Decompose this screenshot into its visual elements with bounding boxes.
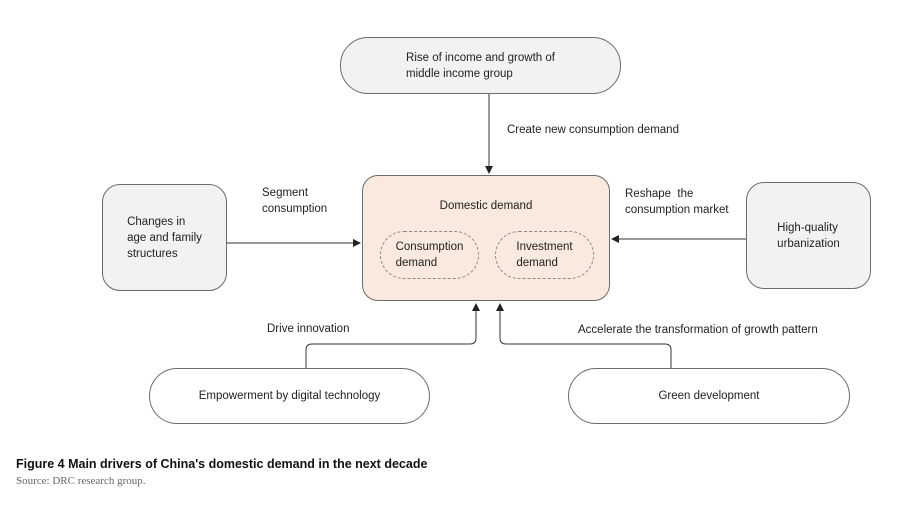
figure-source: Source: DRC research group. [16, 475, 146, 487]
node-age-family-label: Changes in age and family structures [127, 215, 202, 260]
node-income-growth: Rise of income and growth of middle inco… [340, 37, 621, 94]
node-investment-demand: Investment demand [495, 231, 594, 279]
edge-label-bottom-left: Drive innovation [267, 323, 350, 335]
investment-demand-label: Investment demand [516, 241, 573, 269]
node-green-development-label: Green development [658, 390, 760, 402]
edge-label-bottom-right: Accelerate the transformation of growth … [578, 324, 818, 336]
node-domestic-demand: Domestic demand Consumption demand Inves… [362, 175, 610, 301]
figure-caption: Figure 4 Main drivers of China's domesti… [16, 457, 428, 471]
edge-label-top: Create new consumption demand [507, 124, 679, 136]
edge-label-right: Reshape the consumption market [625, 188, 729, 216]
domestic-demand-title: Domestic demand [439, 200, 533, 212]
node-digital-technology: Empowerment by digital technology [149, 368, 430, 424]
node-green-development: Green development [568, 368, 850, 424]
arrow-bottom-left [305, 303, 480, 368]
edge-label-left: Segment consumption [262, 187, 328, 215]
node-urbanization: High-quality urbanization [746, 182, 871, 289]
node-income-growth-label: Rise of income and growth of middle inco… [406, 51, 555, 80]
node-age-family: Changes in age and family structures [102, 184, 227, 291]
consumption-demand-label: Consumption demand [395, 241, 464, 269]
node-digital-technology-label: Empowerment by digital technology [198, 390, 381, 402]
node-urbanization-label: High-quality urbanization [777, 221, 840, 250]
arrow-bottom-right [496, 303, 672, 368]
node-consumption-demand: Consumption demand [380, 231, 479, 279]
